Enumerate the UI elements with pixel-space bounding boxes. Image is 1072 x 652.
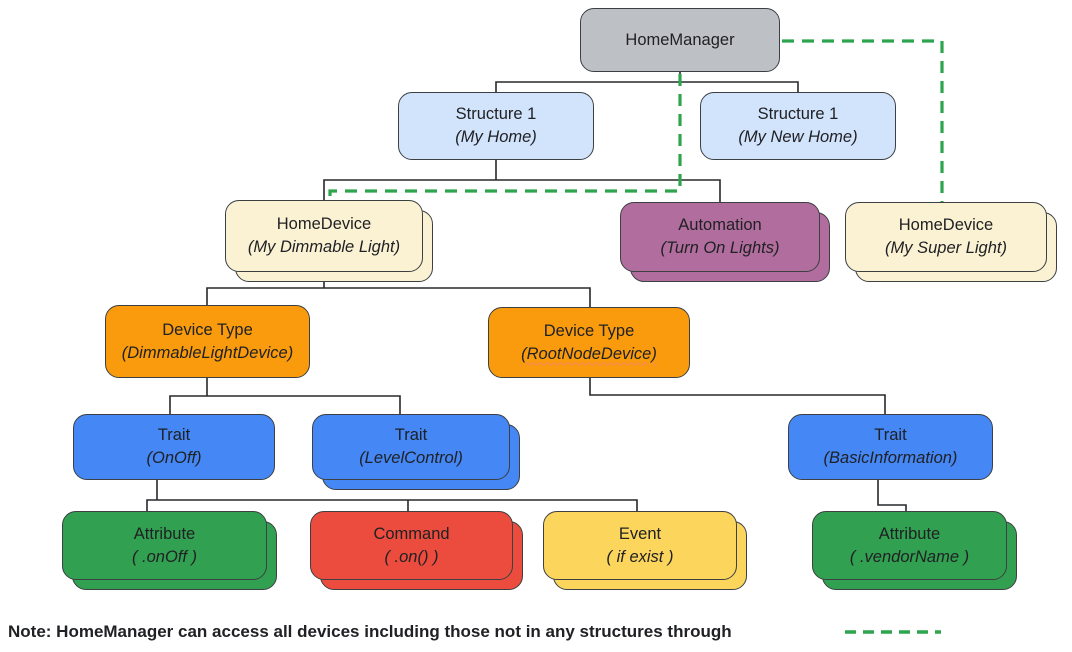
node-subtitle: (Turn On Lights) <box>660 239 780 257</box>
node-subtitle: (LevelControl) <box>359 449 463 467</box>
node-card: HomeManager <box>580 8 780 72</box>
node-homedevice-my-super-light: HomeDevice (My Super Light) <box>845 202 1057 282</box>
node-title: Command <box>373 524 450 543</box>
node-subtitle: (DimmableLightDevice) <box>121 343 294 362</box>
tree-connectors <box>146 72 907 511</box>
node-card: Trait (BasicInformation) <box>788 414 993 480</box>
node-title: Event <box>618 524 662 543</box>
node-card: Command ( .on() ) <box>310 511 513 580</box>
node-card: Trait (OnOff) <box>73 414 275 480</box>
node-card: Device Type (DimmableLightDevice) <box>105 305 310 378</box>
node-subtitle: (My New Home) <box>738 128 858 146</box>
node-homemanager: HomeManager <box>580 8 780 72</box>
node-subtitle: ( if exist ) <box>606 547 674 566</box>
node-title: Trait <box>874 426 907 444</box>
node-subtitle: ( .vendorName ) <box>849 547 970 566</box>
node-card: Attribute ( .onOff ) <box>62 511 267 580</box>
node-title: HomeManager <box>625 30 735 49</box>
node-structure-my-home: Structure 1 (My Home) <box>398 92 594 160</box>
node-title: Device Type <box>543 321 635 340</box>
node-subtitle: (My Home) <box>455 128 537 146</box>
node-title: Structure 1 <box>455 105 537 123</box>
node-title: Trait <box>157 426 191 444</box>
node-devicetype-dimmablelightdevice: Device Type (DimmableLightDevice) <box>105 305 310 378</box>
node-card: Structure 1 (My Home) <box>398 92 594 160</box>
dashed-access-links <box>328 39 944 202</box>
node-card: HomeDevice (My Dimmable Light) <box>225 200 423 272</box>
node-command-on: Command ( .on() ) <box>310 511 523 590</box>
node-attribute-vendorname: Attribute ( .vendorName ) <box>812 511 1017 590</box>
node-subtitle: (My Super Light) <box>885 239 1007 257</box>
node-card: Structure 1 (My New Home) <box>700 92 896 160</box>
node-subtitle: (My Dimmable Light) <box>247 238 401 256</box>
footer-note-text: Note: HomeManager can access all devices… <box>8 622 732 641</box>
node-title: Trait <box>394 426 428 444</box>
footer-note: Note: HomeManager can access all devices… <box>8 620 828 644</box>
node-title: Attribute <box>878 524 941 543</box>
node-card: Automation (Turn On Lights) <box>620 202 820 272</box>
node-card: Attribute ( .vendorName ) <box>812 511 1007 580</box>
node-devicetype-rootnodedevice: Device Type (RootNodeDevice) <box>488 307 690 378</box>
node-card: Event ( if exist ) <box>543 511 737 580</box>
node-automation-turn-on-lights: Automation (Turn On Lights) <box>620 202 830 282</box>
node-trait-onoff: Trait (OnOff) <box>73 414 275 480</box>
node-title: HomeDevice <box>276 215 372 233</box>
node-title: Automation <box>678 216 762 234</box>
node-subtitle: (BasicInformation) <box>823 449 958 467</box>
node-attribute-onoff: Attribute ( .onOff ) <box>62 511 277 590</box>
node-structure-my-new-home: Structure 1 (My New Home) <box>700 92 896 160</box>
node-subtitle: ( .onOff ) <box>131 547 198 566</box>
node-title: HomeDevice <box>898 216 994 234</box>
node-title: Structure 1 <box>757 105 839 123</box>
node-event-if-exist: Event ( if exist ) <box>543 511 747 590</box>
node-subtitle: (OnOff) <box>146 449 202 467</box>
node-title: Attribute <box>133 524 196 543</box>
node-trait-levelcontrol: Trait (LevelControl) <box>312 414 520 490</box>
node-homedevice-my-dimmable-light: HomeDevice (My Dimmable Light) <box>225 200 433 282</box>
node-subtitle: ( .on() ) <box>384 547 439 566</box>
node-trait-basicinformation: Trait (BasicInformation) <box>788 414 993 480</box>
node-title: Device Type <box>162 320 253 339</box>
node-card: Device Type (RootNodeDevice) <box>488 307 690 378</box>
node-card: HomeDevice (My Super Light) <box>845 202 1047 272</box>
node-card: Trait (LevelControl) <box>312 414 510 480</box>
node-subtitle: (RootNodeDevice) <box>521 344 657 363</box>
